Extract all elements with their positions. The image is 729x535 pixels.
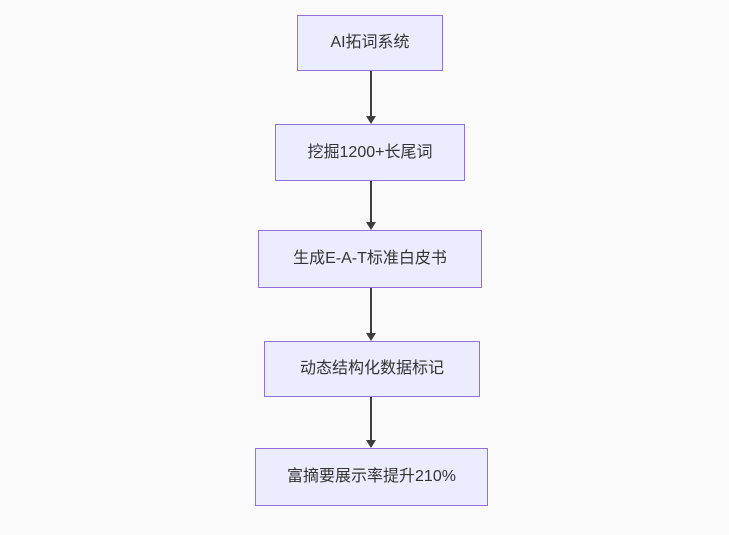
flow-node-label: 动态结构化数据标记 bbox=[299, 360, 444, 378]
arrowhead-down-icon bbox=[365, 222, 376, 230]
arrow-stem bbox=[369, 181, 372, 222]
arrow-stem bbox=[369, 71, 372, 116]
flow-node-ai-word-system: AI拓词系统 bbox=[297, 15, 443, 71]
arrowhead-down-icon bbox=[365, 333, 376, 341]
flow-arrow-connector bbox=[364, 397, 377, 448]
arrowhead-down-icon bbox=[365, 440, 376, 448]
flow-node-label: 挖掘1200+长尾词 bbox=[307, 143, 433, 161]
flow-node-label: AI拓词系统 bbox=[330, 34, 410, 52]
arrow-stem bbox=[369, 397, 372, 440]
flow-arrow-connector bbox=[364, 288, 377, 341]
flow-node-eat-whitepaper: 生成E-A-T标准白皮书 bbox=[258, 230, 482, 288]
flow-arrow-connector bbox=[364, 181, 377, 230]
arrowhead-down-icon bbox=[365, 116, 376, 124]
flow-node-label: 富摘要展示率提升210% bbox=[287, 468, 456, 486]
flow-arrow-connector bbox=[364, 71, 377, 124]
flow-node-longtail-mining: 挖掘1200+长尾词 bbox=[275, 124, 465, 181]
flow-node-rich-snippet-result: 富摘要展示率提升210% bbox=[255, 448, 488, 506]
arrow-stem bbox=[369, 288, 372, 333]
flow-node-label: 生成E-A-T标准白皮书 bbox=[293, 250, 447, 268]
flow-node-structured-data: 动态结构化数据标记 bbox=[264, 341, 480, 397]
